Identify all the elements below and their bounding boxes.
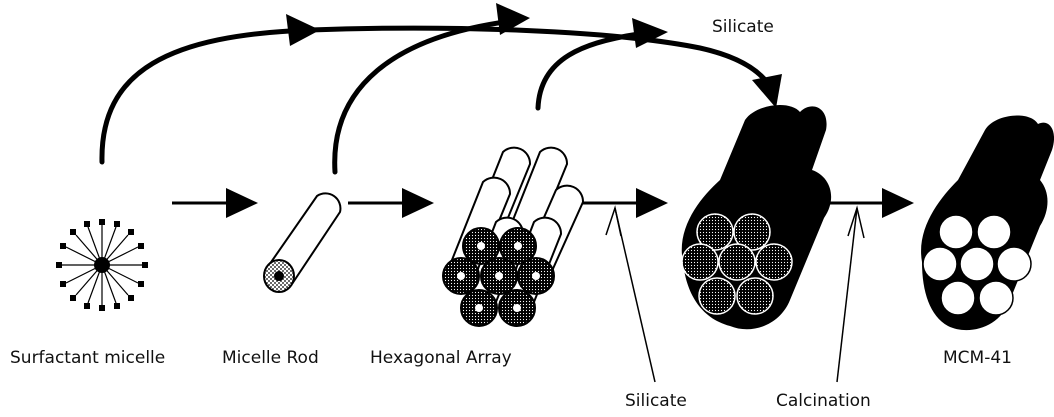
arrowhead-1	[286, 14, 320, 46]
arrow-3-head	[636, 188, 668, 218]
top-arrowheads	[286, 3, 782, 108]
arrow-1-head	[226, 188, 258, 218]
label-mcm41: MCM-41	[943, 348, 1012, 368]
arrow-4-head	[882, 188, 914, 218]
top-curved-arrows	[102, 20, 773, 172]
micelle-rod-icon	[264, 193, 340, 292]
arrow-2-head	[402, 188, 434, 218]
label-silicate-top: Silicate	[712, 17, 774, 37]
curve-from-micelle	[102, 28, 773, 162]
label-micelle-rod: Micelle Rod	[222, 348, 319, 368]
label-calcination: Calcination	[776, 391, 871, 411]
label-surfactant-micelle: Surfactant micelle	[10, 348, 165, 368]
hexagonal-array-icon	[443, 148, 583, 326]
curve-from-rod	[335, 20, 520, 172]
surfactant-micelle-icon	[56, 219, 148, 311]
label-hexagonal-array: Hexagonal Array	[370, 348, 512, 368]
silicate-coated-array-icon	[682, 105, 831, 329]
mcm41-icon	[921, 115, 1054, 330]
label-silicate-bottom: Silicate	[625, 391, 687, 411]
arrowhead-4	[752, 74, 782, 108]
